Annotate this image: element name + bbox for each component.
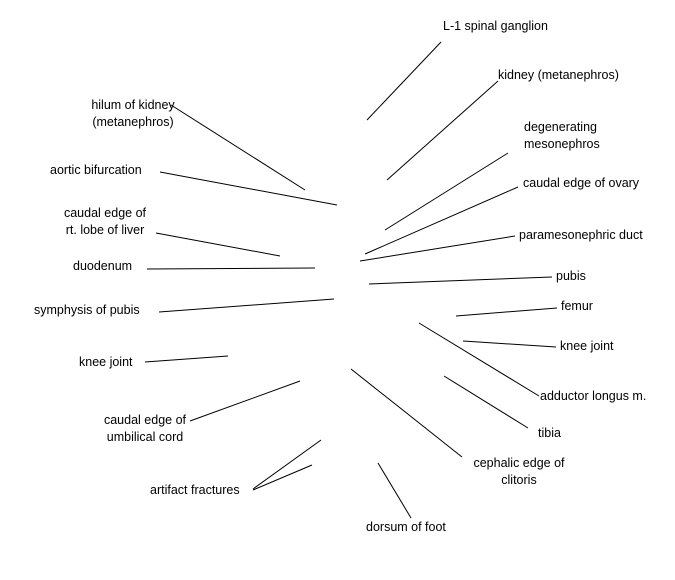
label-pubis: pubis xyxy=(556,269,586,283)
label-kidney-metanephros: kidney (metanephros) xyxy=(498,68,619,82)
label-caudal-edge-of-ovary: caudal edge of ovary xyxy=(523,176,640,190)
label-degenerating-line1: degenerating xyxy=(524,120,597,134)
leader-caudal-liver xyxy=(155,232,281,257)
leader-femur xyxy=(455,307,558,317)
leader-artifact-fracture-1 xyxy=(252,439,322,490)
leader-degenerating-mesonephros xyxy=(384,152,509,231)
label-adductor-longus: adductor longus m. xyxy=(540,389,647,403)
leader-paramesonephric-duct xyxy=(359,235,516,262)
label-paramesonephric-duct: paramesonephric duct xyxy=(519,228,643,242)
leader-l1-spinal-ganglion xyxy=(366,41,442,121)
leader-adductor-longus xyxy=(418,322,540,397)
label-tibia: tibia xyxy=(538,426,561,440)
label-cephalic-edge-of-clitoris: cephalic edge of clitoris xyxy=(458,455,580,489)
label-cephalic-clitoris-line1: cephalic edge of xyxy=(473,456,565,470)
label-duodenum: duodenum xyxy=(73,259,133,273)
leader-tibia xyxy=(443,375,529,429)
label-degenerating-line2: mesonephros xyxy=(524,137,600,151)
leader-caudal-cord xyxy=(189,380,301,422)
label-knee-joint-right: knee joint xyxy=(560,339,614,353)
label-dorsum-of-foot: dorsum of foot xyxy=(366,520,446,534)
label-hilum-of-kidney-line1: hilum of kidney xyxy=(91,98,175,112)
label-degenerating-mesonephros: degenerating mesonephros xyxy=(524,119,600,153)
leader-artifact-fracture-2 xyxy=(252,464,313,491)
label-cephalic-clitoris-line2: clitoris xyxy=(501,473,537,487)
label-caudal-cord-line2: umbilical cord xyxy=(106,430,184,444)
label-hilum-of-kidney: hilum of kidney (metanephros) xyxy=(66,97,200,131)
label-artifact-fractures: artifact fractures xyxy=(150,483,240,497)
leader-symphysis-pubis xyxy=(158,298,335,313)
leader-knee-joint-right xyxy=(462,340,557,348)
label-caudal-edge-of-liver: caudal edge of rt. lobe of liver xyxy=(50,205,160,239)
leader-knee-joint-left xyxy=(144,355,229,363)
label-hilum-of-kidney-line2: (metanephros) xyxy=(92,115,174,129)
label-knee-joint-left: knee joint xyxy=(79,355,133,369)
label-caudal-edge-of-umbilical-cord: caudal edge of umbilical cord xyxy=(85,412,205,446)
leader-pubis xyxy=(368,276,553,285)
label-aortic-bifurcation: aortic bifurcation xyxy=(50,163,142,177)
leader-hilum-kidney xyxy=(170,104,306,191)
leader-duodenum xyxy=(146,267,316,270)
leader-cephalic-clitoris xyxy=(350,368,463,458)
label-caudal-liver-line1: caudal edge of xyxy=(63,206,146,220)
label-symphysis-of-pubis: symphysis of pubis xyxy=(34,303,140,317)
label-femur: femur xyxy=(561,299,593,313)
label-l1-spinal-ganglion: L-1 spinal ganglion xyxy=(443,19,548,33)
leader-caudal-ovary xyxy=(364,186,519,255)
leader-aortic-bifurcation xyxy=(159,171,338,206)
leader-dorsum-foot xyxy=(377,462,412,519)
label-caudal-cord-line1: caudal edge of xyxy=(103,413,186,427)
leader-kidney xyxy=(386,80,499,181)
label-caudal-liver-line2: rt. lobe of liver xyxy=(65,223,145,237)
